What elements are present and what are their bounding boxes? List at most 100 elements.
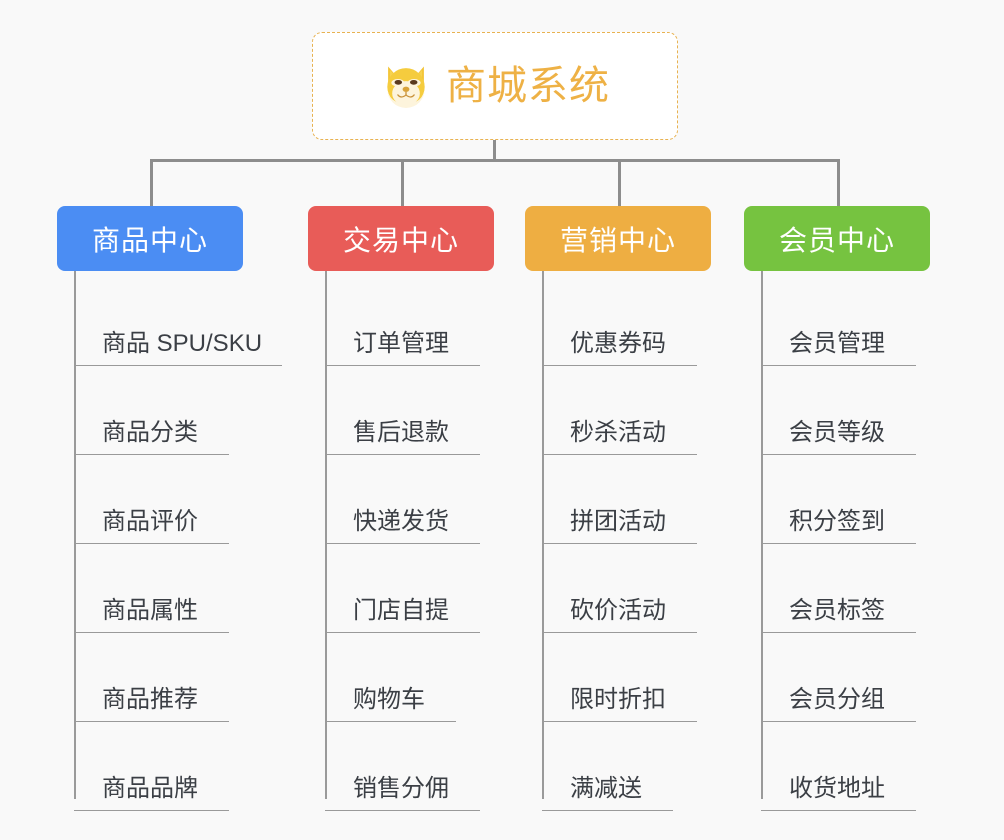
leaf-list-member: 会员管理 会员等级 积分签到 会员标签 会员分组 收货地址 <box>744 271 930 811</box>
leaf-label: 购物车 <box>353 686 425 713</box>
leaf-label: 商品分类 <box>102 419 198 446</box>
leaf-underline <box>542 632 697 633</box>
branch-column-marketing: 营销中心 优惠券码 秒杀活动 拼团活动 砍价活动 限时折扣 <box>525 206 711 811</box>
leaf-label: 商品推荐 <box>102 686 198 713</box>
leaf-underline <box>325 365 480 366</box>
leaf-item[interactable]: 订单管理 <box>308 277 494 366</box>
connector-bus-bar <box>150 159 840 162</box>
connector-root-stem <box>493 140 496 161</box>
leaf-underline <box>542 810 673 811</box>
leaf-item[interactable]: 商品推荐 <box>57 633 243 722</box>
leaf-underline <box>761 543 916 544</box>
branch-header-label: 会员中心 <box>778 224 895 256</box>
branch-header-member[interactable]: 会员中心 <box>744 206 930 271</box>
leaf-label: 销售分佣 <box>353 775 449 802</box>
leaf-label: 商品 SPU/SKU <box>102 330 263 357</box>
connector-drop-3 <box>618 159 621 206</box>
leaf-label: 订单管理 <box>353 330 449 357</box>
leaf-item[interactable]: 售后退款 <box>308 366 494 455</box>
branch-header-label: 商品中心 <box>91 224 208 256</box>
leaf-list-trade: 订单管理 售后退款 快递发货 门店自提 购物车 销售分佣 <box>308 271 494 811</box>
leaf-underline <box>542 721 697 722</box>
leaf-underline <box>74 543 229 544</box>
leaf-item[interactable]: 会员管理 <box>744 277 930 366</box>
leaf-label: 满减送 <box>570 775 642 802</box>
leaf-underline <box>761 632 916 633</box>
leaf-label: 会员等级 <box>789 419 885 446</box>
leaf-underline <box>74 632 229 633</box>
branch-header-trade[interactable]: 交易中心 <box>308 206 494 271</box>
leaf-underline <box>542 365 697 366</box>
leaf-underline <box>74 454 229 455</box>
leaf-underline <box>325 632 480 633</box>
leaf-label: 限时折扣 <box>570 686 666 713</box>
leaf-spine <box>325 271 327 799</box>
leaf-underline <box>542 543 697 544</box>
leaf-label: 门店自提 <box>353 597 449 624</box>
leaf-label: 会员标签 <box>789 597 885 624</box>
leaf-list-product: 商品 SPU/SKU 商品分类 商品评价 商品属性 商品推荐 商品品牌 <box>57 271 282 811</box>
leaf-item[interactable]: 商品分类 <box>57 366 243 455</box>
leaf-spine <box>74 271 76 799</box>
leaf-item[interactable]: 限时折扣 <box>525 633 711 722</box>
leaf-label: 会员管理 <box>789 330 885 357</box>
leaf-underline <box>325 543 480 544</box>
branch-header-product[interactable]: 商品中心 <box>57 206 243 271</box>
connector-drop-2 <box>401 159 404 206</box>
leaf-underline <box>325 454 480 455</box>
leaf-item[interactable]: 商品属性 <box>57 544 243 633</box>
leaf-item[interactable]: 门店自提 <box>308 544 494 633</box>
leaf-underline <box>74 365 282 366</box>
leaf-label: 收货地址 <box>789 775 885 802</box>
leaf-item[interactable]: 会员分组 <box>744 633 930 722</box>
leaf-item[interactable]: 拼团活动 <box>525 455 711 544</box>
leaf-item[interactable]: 会员等级 <box>744 366 930 455</box>
leaf-underline <box>761 365 916 366</box>
branch-column-trade: 交易中心 订单管理 售后退款 快递发货 门店自提 购物车 <box>308 206 494 811</box>
branch-header-label: 营销中心 <box>559 224 676 256</box>
connector-drop-4 <box>837 159 840 206</box>
leaf-item[interactable]: 收货地址 <box>744 722 930 811</box>
leaf-item[interactable]: 秒杀活动 <box>525 366 711 455</box>
branch-column-member: 会员中心 会员管理 会员等级 积分签到 会员标签 会员分组 <box>744 206 930 811</box>
leaf-underline <box>74 810 229 811</box>
leaf-label: 会员分组 <box>789 686 885 713</box>
branch-header-label: 交易中心 <box>342 224 459 256</box>
leaf-label: 商品属性 <box>102 597 198 624</box>
leaf-item[interactable]: 满减送 <box>525 722 711 811</box>
leaf-item[interactable]: 优惠券码 <box>525 277 711 366</box>
leaf-list-marketing: 优惠券码 秒杀活动 拼团活动 砍价活动 限时折扣 满减送 <box>525 271 711 811</box>
leaf-label: 积分签到 <box>789 508 885 535</box>
leaf-label: 秒杀活动 <box>570 419 666 446</box>
leaf-underline <box>761 810 916 811</box>
leaf-item[interactable]: 积分签到 <box>744 455 930 544</box>
leaf-label: 商品品牌 <box>102 775 198 802</box>
leaf-item[interactable]: 快递发货 <box>308 455 494 544</box>
leaf-underline <box>74 721 229 722</box>
leaf-underline <box>761 721 916 722</box>
leaf-item[interactable]: 商品评价 <box>57 455 243 544</box>
leaf-label: 快递发货 <box>353 508 449 535</box>
branch-header-marketing[interactable]: 营销中心 <box>525 206 711 271</box>
leaf-underline <box>542 454 697 455</box>
root-title: 商城系统 <box>446 64 610 108</box>
leaf-item[interactable]: 商品 SPU/SKU <box>57 277 282 366</box>
leaf-item[interactable]: 砍价活动 <box>525 544 711 633</box>
leaf-item[interactable]: 商品品牌 <box>57 722 243 811</box>
leaf-label: 售后退款 <box>353 419 449 446</box>
branch-column-product: 商品中心 商品 SPU/SKU 商品分类 商品评价 商品属性 商品推荐 <box>57 206 282 811</box>
leaf-item[interactable]: 销售分佣 <box>308 722 494 811</box>
shiba-dog-emoji <box>387 66 425 108</box>
root-node[interactable]: 商城系统 <box>312 32 678 140</box>
leaf-label: 商品评价 <box>102 508 198 535</box>
leaf-underline <box>325 721 456 722</box>
leaf-item[interactable]: 会员标签 <box>744 544 930 633</box>
leaf-spine <box>542 271 544 799</box>
leaf-spine <box>761 271 763 799</box>
leaf-underline <box>761 454 916 455</box>
leaf-label: 优惠券码 <box>570 330 666 357</box>
connector-drop-1 <box>150 159 153 206</box>
leaf-item[interactable]: 购物车 <box>308 633 494 722</box>
leaf-underline <box>325 810 480 811</box>
